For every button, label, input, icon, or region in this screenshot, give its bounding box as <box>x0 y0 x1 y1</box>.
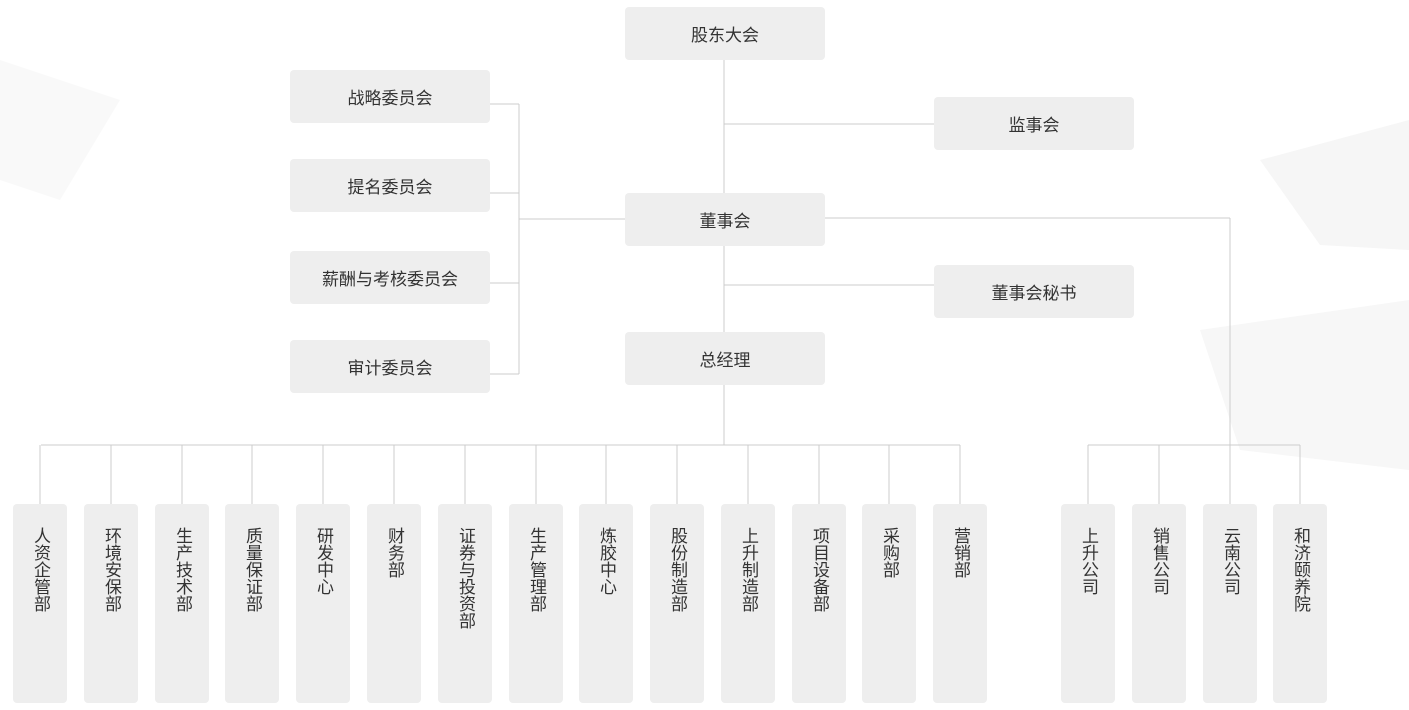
general-manager-label: 总经理 <box>699 351 751 371</box>
department-label: 股份制造部 <box>667 527 687 612</box>
department-label: 营销部 <box>950 527 970 578</box>
committee-label: 战略委员会 <box>347 89 433 109</box>
department-box: 股份制造部 <box>650 504 704 703</box>
board-of-directors-box: 董事会 <box>625 193 825 246</box>
supervisory-board-box: 监事会 <box>934 97 1134 150</box>
department-label: 上升制造部 <box>738 527 758 612</box>
subsidiary-box: 上升公司 <box>1061 504 1115 703</box>
supervisory-board-label: 监事会 <box>1008 116 1060 136</box>
shareholders-meeting-box: 股东大会 <box>625 7 825 60</box>
committee-audit-box: 审计委员会 <box>290 340 490 393</box>
subsidiary-box: 和济颐养院 <box>1273 504 1327 703</box>
board-secretary-box: 董事会秘书 <box>934 265 1134 318</box>
shareholders-meeting-label: 股东大会 <box>691 26 759 46</box>
department-label: 炼胶中心 <box>596 527 616 595</box>
committee-compensation-box: 薪酬与考核委员会 <box>290 251 490 304</box>
department-box: 生产技术部 <box>155 504 209 703</box>
committee-label: 薪酬与考核委员会 <box>322 270 458 290</box>
subsidiary-label: 和济颐养院 <box>1290 527 1310 612</box>
department-box: 证券与投资部 <box>438 504 492 703</box>
committee-nomination-box: 提名委员会 <box>290 159 490 212</box>
department-label: 生产技术部 <box>172 527 192 612</box>
department-box: 营销部 <box>933 504 987 703</box>
department-label: 财务部 <box>384 527 404 578</box>
department-label: 研发中心 <box>313 527 333 595</box>
committee-label: 审计委员会 <box>347 359 433 379</box>
department-box: 研发中心 <box>296 504 350 703</box>
committee-strategy-box: 战略委员会 <box>290 70 490 123</box>
general-manager-box: 总经理 <box>625 332 825 385</box>
department-label: 项目设备部 <box>809 527 829 612</box>
department-label: 质量保证部 <box>242 527 262 612</box>
department-label: 生产管理部 <box>526 527 546 612</box>
department-box: 采购部 <box>862 504 916 703</box>
department-label: 采购部 <box>879 527 899 578</box>
committee-label: 提名委员会 <box>347 178 433 198</box>
department-label: 证券与投资部 <box>455 527 475 629</box>
department-box: 质量保证部 <box>225 504 279 703</box>
department-box: 人资企管部 <box>13 504 67 703</box>
subsidiary-label: 销售公司 <box>1149 527 1169 595</box>
board-secretary-label: 董事会秘书 <box>991 284 1077 304</box>
department-box: 项目设备部 <box>792 504 846 703</box>
department-box: 炼胶中心 <box>579 504 633 703</box>
department-box: 上升制造部 <box>721 504 775 703</box>
subsidiary-label: 云南公司 <box>1220 527 1240 595</box>
board-of-directors-label: 董事会 <box>699 212 751 232</box>
subsidiary-label: 上升公司 <box>1078 527 1098 595</box>
department-box: 环境安保部 <box>84 504 138 703</box>
department-box: 财务部 <box>367 504 421 703</box>
department-label: 人资企管部 <box>30 527 50 612</box>
subsidiary-box: 销售公司 <box>1132 504 1186 703</box>
department-label: 环境安保部 <box>101 527 121 612</box>
department-box: 生产管理部 <box>509 504 563 703</box>
subsidiary-box: 云南公司 <box>1203 504 1257 703</box>
